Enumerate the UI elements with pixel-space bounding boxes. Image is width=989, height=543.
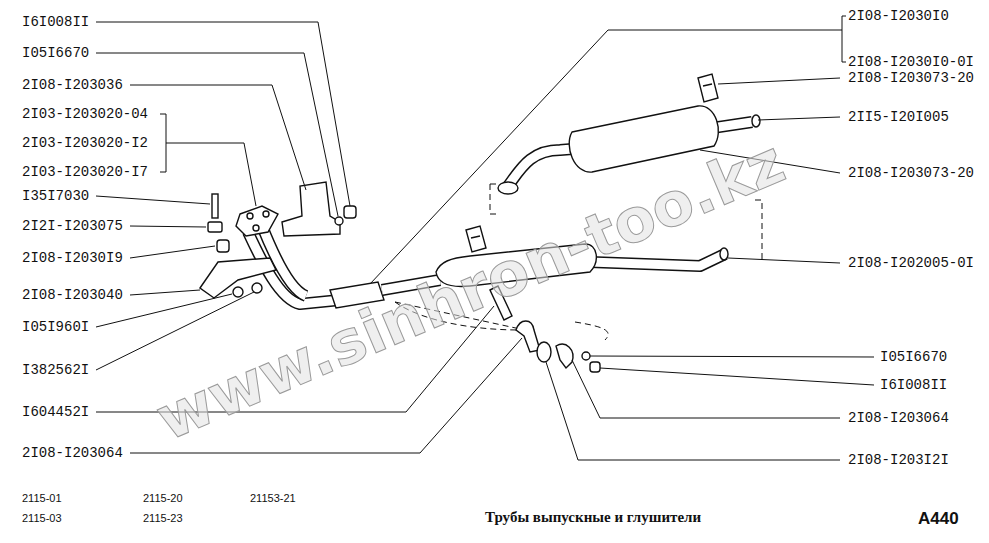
clamp <box>516 321 540 352</box>
part-number: I382562I <box>22 362 89 378</box>
part-number: I35I7030 <box>22 188 89 204</box>
part-number: 2I03-I203020-I7 <box>22 164 148 180</box>
part-number: 2I08-I203064 <box>22 445 123 461</box>
part-number: 2I08-I2030I9 <box>22 250 123 266</box>
part-number: 2I08-I203073-20 <box>848 165 974 181</box>
model-code: 2115-01 <box>22 490 62 506</box>
part-number: I604452I <box>22 404 89 420</box>
part-number: I05I6670 <box>880 349 947 365</box>
part-number: I6I008II <box>22 14 89 30</box>
pipe-bracket <box>200 258 276 298</box>
part-number: I05I960I <box>22 319 89 335</box>
rear-muffler <box>569 106 718 172</box>
part-number: 2I08-I203064 <box>848 410 949 426</box>
part-number: 2I08-I202005-0I <box>848 255 974 271</box>
pipe-joint <box>330 282 384 308</box>
part-number: I05I6670 <box>22 45 89 61</box>
stud <box>212 194 218 218</box>
part-number: 2I08-I2030I0-0I <box>848 54 974 70</box>
nut <box>208 222 222 232</box>
rubber-hanger <box>466 226 486 252</box>
flange <box>236 206 278 236</box>
model-code: 21153-21 <box>250 490 296 506</box>
dashed-line <box>755 200 762 262</box>
part-number: 2II5-I20I005 <box>848 109 949 125</box>
part-number: 2I08-I203073-20 <box>848 70 974 86</box>
ring <box>537 342 551 362</box>
title: Трубы выпускные и глушители <box>485 509 701 526</box>
part-number: 2I03-I203020-I2 <box>22 135 148 151</box>
part-number: 2I08-I203036 <box>22 77 123 93</box>
model-code: 2115-23 <box>143 510 183 526</box>
clamp <box>556 344 573 368</box>
part-number: I6I008II <box>880 377 947 393</box>
bolt <box>490 286 512 320</box>
model-code: 2115-20 <box>143 490 183 506</box>
sheet-number: A440 <box>918 509 959 529</box>
part-number: 2I08-I2030I0 <box>848 8 949 24</box>
dashed-line <box>575 322 608 340</box>
rubber-hanger <box>698 74 718 102</box>
nut <box>217 240 229 252</box>
model-code: 2115-03 <box>22 510 62 526</box>
part-number: 2I03-I203020-04 <box>22 106 148 122</box>
heat-shield <box>282 182 340 236</box>
part-number: 2I08-I203I2I <box>848 452 949 468</box>
part-number: 2I2I-I203075 <box>22 218 123 234</box>
watermark: www.sinhron-too.kz <box>157 151 784 429</box>
part-number: 2I08-I203040 <box>22 287 123 303</box>
